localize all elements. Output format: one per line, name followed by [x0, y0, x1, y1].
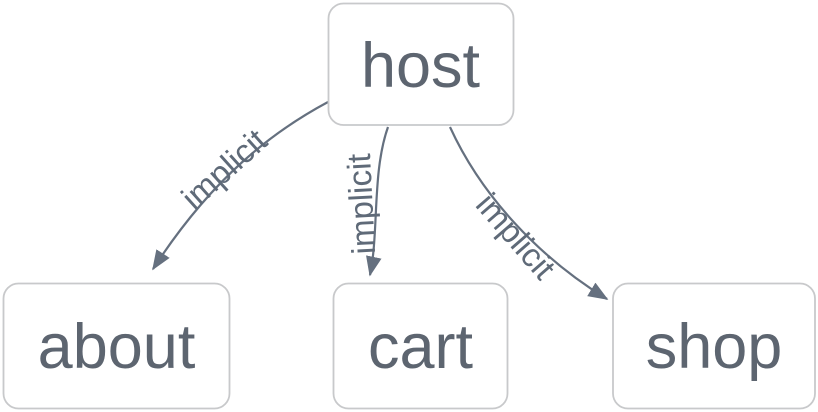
- edge-host-cart-label: implicit: [340, 153, 382, 256]
- edge-host-about: implicit: [152, 101, 329, 271]
- node-host-label: host: [361, 31, 481, 101]
- node-about-label: about: [38, 312, 196, 382]
- edge-host-about-label: implicit: [174, 122, 274, 217]
- node-cart-box: [332, 282, 509, 410]
- node-cart-label: cart: [368, 312, 474, 382]
- node-about-box: [2, 282, 231, 410]
- edge-host-cart-line: [366, 126, 390, 277]
- node-about: about: [2, 282, 231, 410]
- edge-host-shop-label: implicit: [469, 186, 563, 286]
- node-host: host: [327, 2, 515, 126]
- node-shop-label: shop: [646, 312, 783, 382]
- edge-host-about-line: [152, 101, 329, 271]
- node-shop: shop: [612, 282, 816, 410]
- node-cart: cart: [332, 282, 509, 410]
- edge-host-cart: implicit: [340, 126, 390, 277]
- edge-host-shop-line: [448, 126, 609, 300]
- node-host-box: [327, 2, 515, 126]
- node-shop-box: [612, 282, 816, 410]
- edge-host-shop: implicit: [448, 126, 609, 300]
